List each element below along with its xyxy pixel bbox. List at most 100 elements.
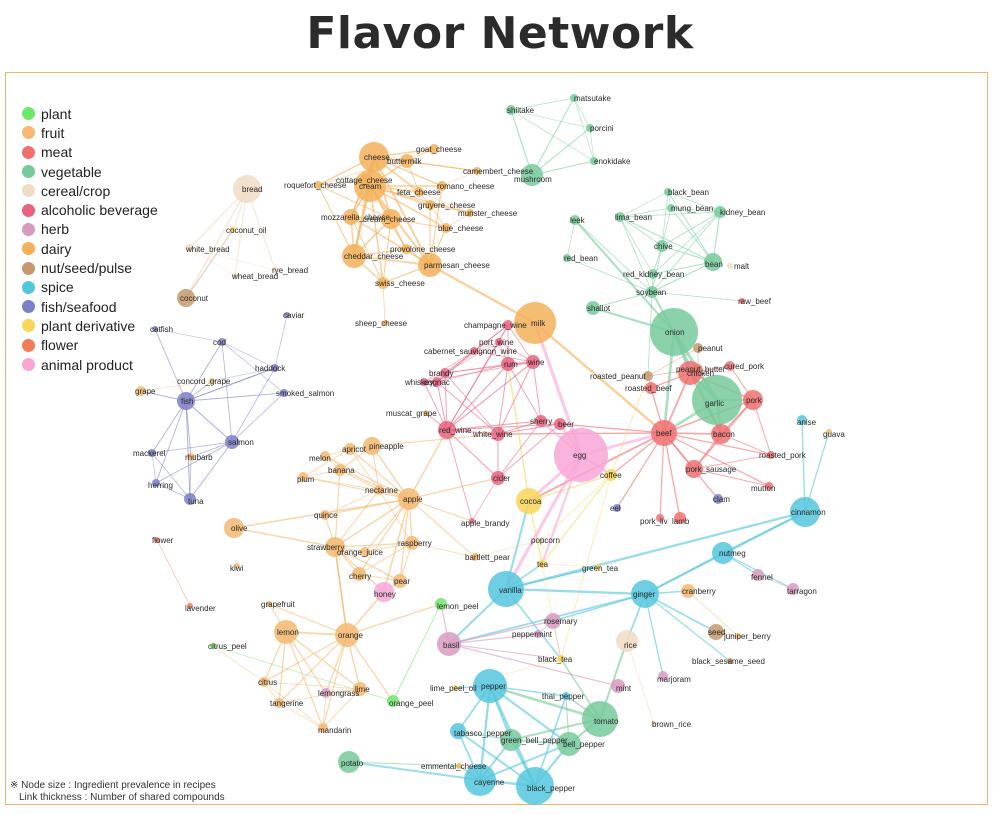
node-coconut_oil[interactable] [230,227,236,233]
node-raw_beef[interactable] [739,298,745,304]
node-clam[interactable] [713,494,723,504]
node-smoked_salmon[interactable] [280,389,288,397]
node-rhubarb[interactable] [187,453,195,461]
node-orange_juice[interactable] [360,547,370,557]
node-cinnamon[interactable] [790,497,820,527]
node-egg[interactable] [554,428,608,482]
node-pork[interactable] [743,390,763,410]
node-roasted_peanut[interactable] [643,371,653,381]
node-grapefruit[interactable] [266,601,272,607]
node-beer[interactable] [554,418,566,430]
node-orange[interactable] [335,623,359,647]
node-nectarine[interactable] [374,485,384,495]
node-pork_liver[interactable] [656,514,664,522]
node-tea[interactable] [538,560,546,568]
node-olive[interactable] [224,518,244,538]
node-mozzarella_cheese[interactable] [343,209,359,225]
node-popcorn[interactable] [539,537,545,543]
node-wine[interactable] [526,355,540,369]
node-peanut[interactable] [693,343,703,353]
node-onion[interactable] [650,308,698,356]
node-tabasco_pepper[interactable] [450,723,466,739]
node-mint[interactable] [611,679,625,693]
node-lemon_peel[interactable] [435,598,447,610]
node-juniper_berry[interactable] [735,633,741,639]
node-rye_bread[interactable] [272,267,278,273]
node-cognac[interactable] [432,377,442,387]
node-muscat_grape[interactable] [423,410,429,416]
node-mackerel[interactable] [148,449,156,457]
node-white_bread[interactable] [186,244,194,252]
node-fish[interactable] [177,392,195,410]
node-romano_cheese[interactable] [437,181,447,191]
node-black_bean[interactable] [664,188,672,196]
node-tomato[interactable] [582,701,618,737]
node-brown_rice[interactable] [651,721,657,727]
node-cider[interactable] [491,471,505,485]
node-thai_pepper[interactable] [562,692,570,700]
node-black_tea[interactable] [557,655,565,663]
node-bartlett_pear[interactable] [471,553,479,561]
node-catfish[interactable] [152,326,158,332]
node-apricot[interactable] [344,443,356,455]
node-flower[interactable] [154,537,160,543]
node-lime[interactable] [353,682,367,696]
node-rum[interactable] [501,357,515,371]
node-rice[interactable] [616,630,638,652]
node-goat_cheese[interactable] [429,144,439,154]
node-seed[interactable] [708,624,724,640]
node-cabernet_sauvignon_wine[interactable] [470,347,478,355]
node-salmon[interactable] [225,435,239,449]
node-ginger[interactable] [631,580,659,608]
node-black_pepper[interactable] [516,767,554,805]
node-cheddar_cheese[interactable] [342,244,366,268]
node-strawberry[interactable] [325,537,345,557]
node-pork_sausage[interactable] [685,460,703,478]
node-buttermilk[interactable] [400,154,414,168]
node-feta_cheese[interactable] [414,187,424,197]
node-champagne_wine[interactable] [503,320,513,330]
node-green_bell_pepper[interactable] [500,729,522,751]
node-quince[interactable] [320,510,330,520]
node-camembert_cheese[interactable] [473,167,481,175]
node-nutmeg[interactable] [712,542,734,564]
node-roasted_beef[interactable] [645,382,657,394]
node-fennel[interactable] [752,569,764,581]
node-tangerine[interactable] [274,698,284,708]
node-porcini[interactable] [586,124,594,132]
node-green_tea[interactable] [595,564,601,570]
node-cured_pork[interactable] [725,361,735,371]
node-cayenne[interactable] [464,764,496,796]
node-munster_cheese[interactable] [466,209,474,217]
node-cranberry[interactable] [681,584,695,598]
node-lime_peel_oil[interactable] [452,685,458,691]
node-herring[interactable] [152,479,160,487]
node-caviar[interactable] [284,312,290,318]
node-peppermint[interactable] [534,630,542,638]
node-tuna[interactable] [184,493,196,505]
node-cocoa[interactable] [516,488,542,514]
node-cream[interactable] [354,170,386,202]
node-red_bean[interactable] [563,254,571,262]
node-cheese[interactable] [359,142,389,172]
node-lavender[interactable] [187,603,193,609]
node-bean[interactable] [704,253,722,271]
node-swiss_cheese[interactable] [377,277,389,289]
node-wheat_bread[interactable] [232,273,238,279]
node-apple[interactable] [398,488,420,510]
node-chicken[interactable] [678,361,702,385]
node-sheep_cheese[interactable] [382,320,388,326]
node-emmental_cheese[interactable] [456,763,462,769]
node-brandy[interactable] [440,368,450,378]
node-tarragon[interactable] [787,583,799,595]
node-shiitake[interactable] [506,105,516,115]
node-banana[interactable] [334,464,346,476]
node-potato[interactable] [338,751,360,773]
node-port_wine[interactable] [495,338,503,346]
node-black_sesame_seed[interactable] [727,658,733,664]
node-citrus[interactable] [259,677,269,687]
node-orange_peel[interactable] [387,695,399,707]
node-milk[interactable] [514,302,556,344]
node-shallot[interactable] [586,301,600,315]
node-anise[interactable] [797,415,807,425]
